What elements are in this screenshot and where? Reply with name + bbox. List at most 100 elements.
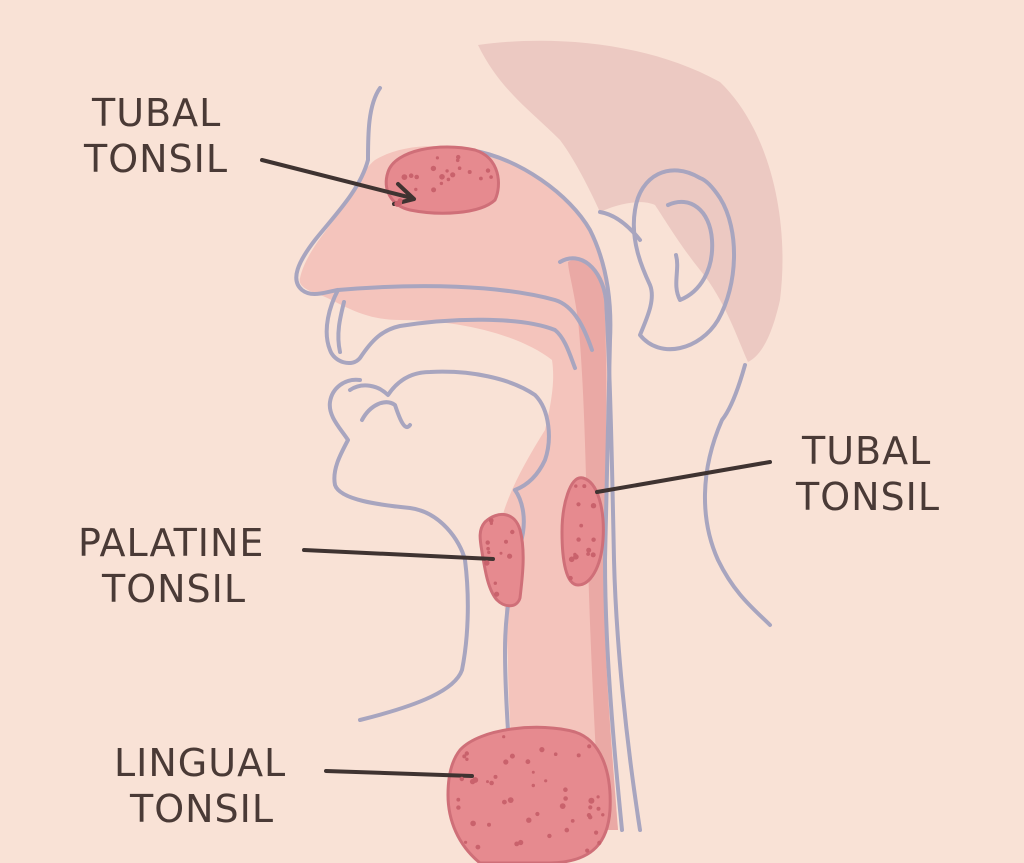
texture-dot — [585, 848, 590, 853]
texture-dot — [586, 552, 590, 556]
texture-dot — [487, 550, 491, 555]
palatine-tonsil — [478, 513, 525, 608]
texture-dot — [431, 187, 437, 193]
texture-dot — [594, 830, 599, 835]
texture-dot — [475, 844, 481, 850]
texture-dot — [489, 175, 493, 179]
pointer-tubal-right — [595, 460, 772, 494]
tubal-tonsil-right-label-line2: TONSIL — [796, 475, 941, 519]
back-of-head-shading — [478, 40, 783, 362]
texture-dot — [472, 777, 479, 783]
posterior-wall-outline — [558, 256, 642, 832]
upper-lip-outline — [336, 300, 346, 354]
texture-dot — [465, 757, 469, 761]
pointer-tubal-top — [260, 158, 414, 200]
tubal-tonsil-right-label: TUBAL TONSIL — [796, 428, 940, 520]
ear-inner-outline — [666, 199, 715, 302]
texture-dot — [518, 839, 524, 846]
neck-back-outline — [702, 363, 772, 627]
ear-outline — [631, 168, 736, 352]
texture-dot — [435, 156, 439, 160]
texture-dot — [479, 176, 483, 181]
texture-dot — [601, 813, 605, 817]
texture-dot — [414, 187, 418, 192]
texture-dot — [510, 529, 515, 535]
texture-dot — [514, 841, 520, 847]
texture-dot — [486, 780, 489, 784]
texture-dot — [588, 797, 595, 804]
texture-dot — [464, 751, 469, 756]
texture-dot — [596, 795, 600, 799]
texture-dot — [597, 840, 602, 846]
texture-dot — [456, 154, 461, 160]
texture-dot — [570, 819, 575, 823]
texture-dot — [547, 833, 552, 839]
mouth-inner-outline — [360, 400, 412, 429]
texture-dot — [445, 169, 449, 173]
palatine-tonsil-label: PALATINE TONSIL — [78, 520, 264, 612]
tongue-outline — [348, 369, 551, 492]
texture-dot — [588, 815, 593, 820]
texture-dot — [430, 165, 437, 172]
texture-dot — [576, 502, 581, 507]
texture-dot — [559, 803, 566, 809]
texture-dot — [488, 518, 494, 523]
texture-dot — [493, 774, 498, 779]
lingual-tonsil-label-line2: TONSIL — [130, 787, 275, 831]
texture-dot — [408, 173, 414, 178]
texture-dot — [568, 575, 573, 581]
texture-dot — [470, 820, 476, 827]
texture-dot — [531, 783, 535, 788]
texture-dot — [526, 817, 532, 823]
texture-dot — [456, 805, 461, 810]
texture-dot — [590, 552, 596, 558]
palatine-tonsil-shape — [478, 513, 525, 608]
texture-dot — [574, 484, 578, 488]
tubal-tonsil-right-label-line1: TUBAL — [802, 429, 932, 473]
texture-dot — [457, 166, 462, 170]
lingual-tonsil — [446, 725, 612, 863]
texture-dot — [586, 547, 592, 553]
tonsil-texture-dots — [394, 154, 605, 853]
texture-dot — [539, 747, 545, 753]
texture-dot — [588, 805, 593, 810]
pointer-palatine — [302, 548, 495, 561]
palatine-tonsil-label-line2: TONSIL — [102, 567, 247, 611]
lingual-tonsil-shape — [446, 725, 612, 863]
tubal-tonsil-top-label: TUBAL TONSIL — [84, 90, 228, 182]
texture-dot — [502, 735, 506, 739]
head-top-outline — [598, 210, 642, 242]
lower-lip-outline — [327, 377, 470, 722]
texture-dot — [486, 546, 490, 551]
texture-dot — [439, 181, 444, 186]
texture-dot — [494, 591, 500, 597]
texture-dot — [544, 779, 548, 783]
texture-dot — [563, 787, 568, 792]
texture-dot — [504, 539, 508, 544]
texture-dot — [455, 158, 460, 163]
texture-dot — [576, 537, 581, 542]
tubal-tonsil-top-label-line2: TONSIL — [84, 137, 229, 181]
texture-dot — [579, 523, 584, 528]
texture-dot — [487, 822, 491, 827]
texture-dot — [484, 560, 490, 566]
texture-dot — [507, 553, 513, 559]
texture-dot — [553, 752, 558, 756]
texture-dot — [531, 770, 535, 774]
texture-dot — [485, 540, 490, 545]
texture-dot — [450, 172, 456, 178]
texture-dot — [564, 827, 570, 833]
lingual-tonsil-label-line1: LINGUAL — [114, 741, 287, 785]
texture-dot — [503, 759, 509, 765]
texture-dot — [485, 168, 491, 173]
texture-dot — [568, 556, 575, 563]
texture-dot — [459, 776, 464, 782]
texture-dot — [587, 744, 592, 749]
texture-dot — [590, 503, 597, 509]
texture-dot — [439, 174, 445, 180]
tubal-tonsil-top-shape — [384, 145, 500, 215]
texture-dot — [489, 780, 494, 786]
texture-dot — [582, 484, 587, 489]
tubal-tonsil-top — [384, 145, 500, 215]
texture-dot — [591, 537, 596, 542]
